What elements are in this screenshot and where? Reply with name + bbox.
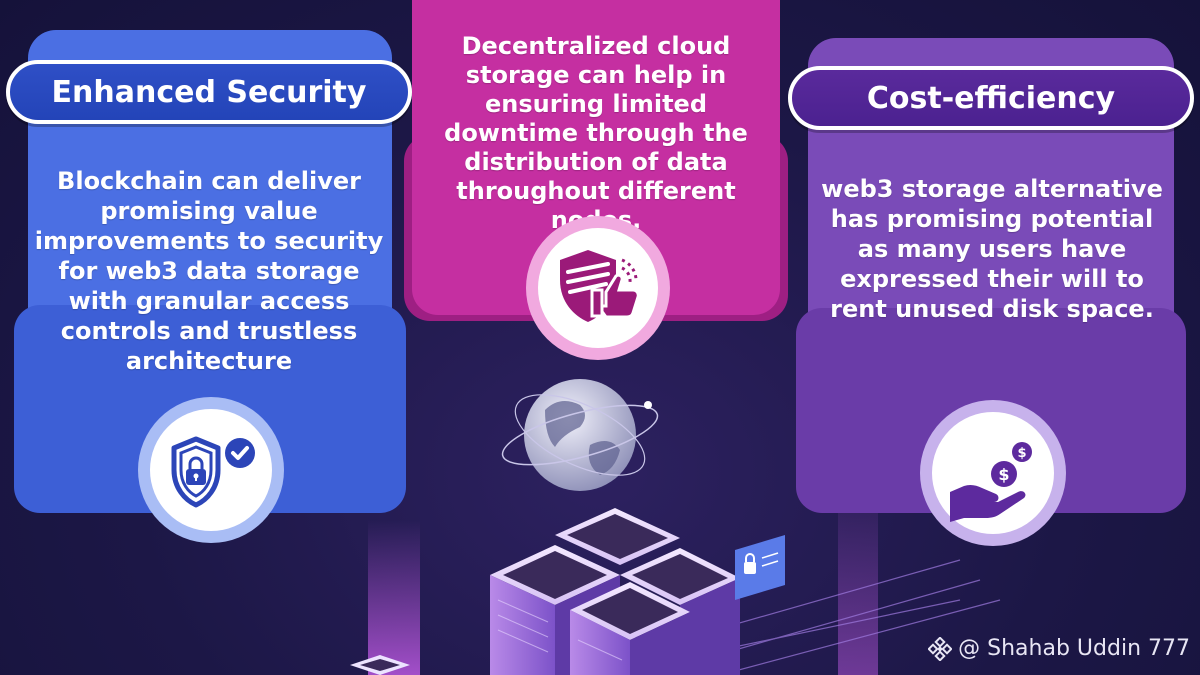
cost-title: Cost-efficiency (866, 80, 1116, 116)
binance-icon (928, 636, 953, 661)
globe-icon (501, 379, 659, 491)
svg-text:$: $ (998, 465, 1009, 484)
cost-icon-circle: $ $ (932, 412, 1054, 534)
cost-title-pill: Cost-efficiency (788, 66, 1194, 130)
svg-text:$: $ (1017, 446, 1026, 461)
security-description: Blockchain can deliver promising value i… (34, 167, 384, 375)
watermark: @ Shahab Uddin 777 (928, 636, 1190, 661)
cost-description: web3 storage alternative has promising p… (821, 175, 1163, 323)
server-rack-icon (490, 508, 740, 675)
security-title: Enhanced Security (51, 74, 367, 110)
security-title-pill: Enhanced Security (6, 60, 412, 124)
watermark-text: @ Shahab Uddin 777 (958, 636, 1190, 661)
shield-lock-check-icon (171, 436, 255, 508)
lock-screen-icon (735, 535, 785, 600)
hand-coins-icon: $ $ (950, 442, 1032, 522)
downtime-icon-circle (538, 228, 658, 348)
shield-thumbs-up-icon (560, 250, 640, 322)
security-icon-circle (150, 409, 272, 531)
downtime-description: Decentralized cloud storage can help in … (444, 32, 748, 234)
